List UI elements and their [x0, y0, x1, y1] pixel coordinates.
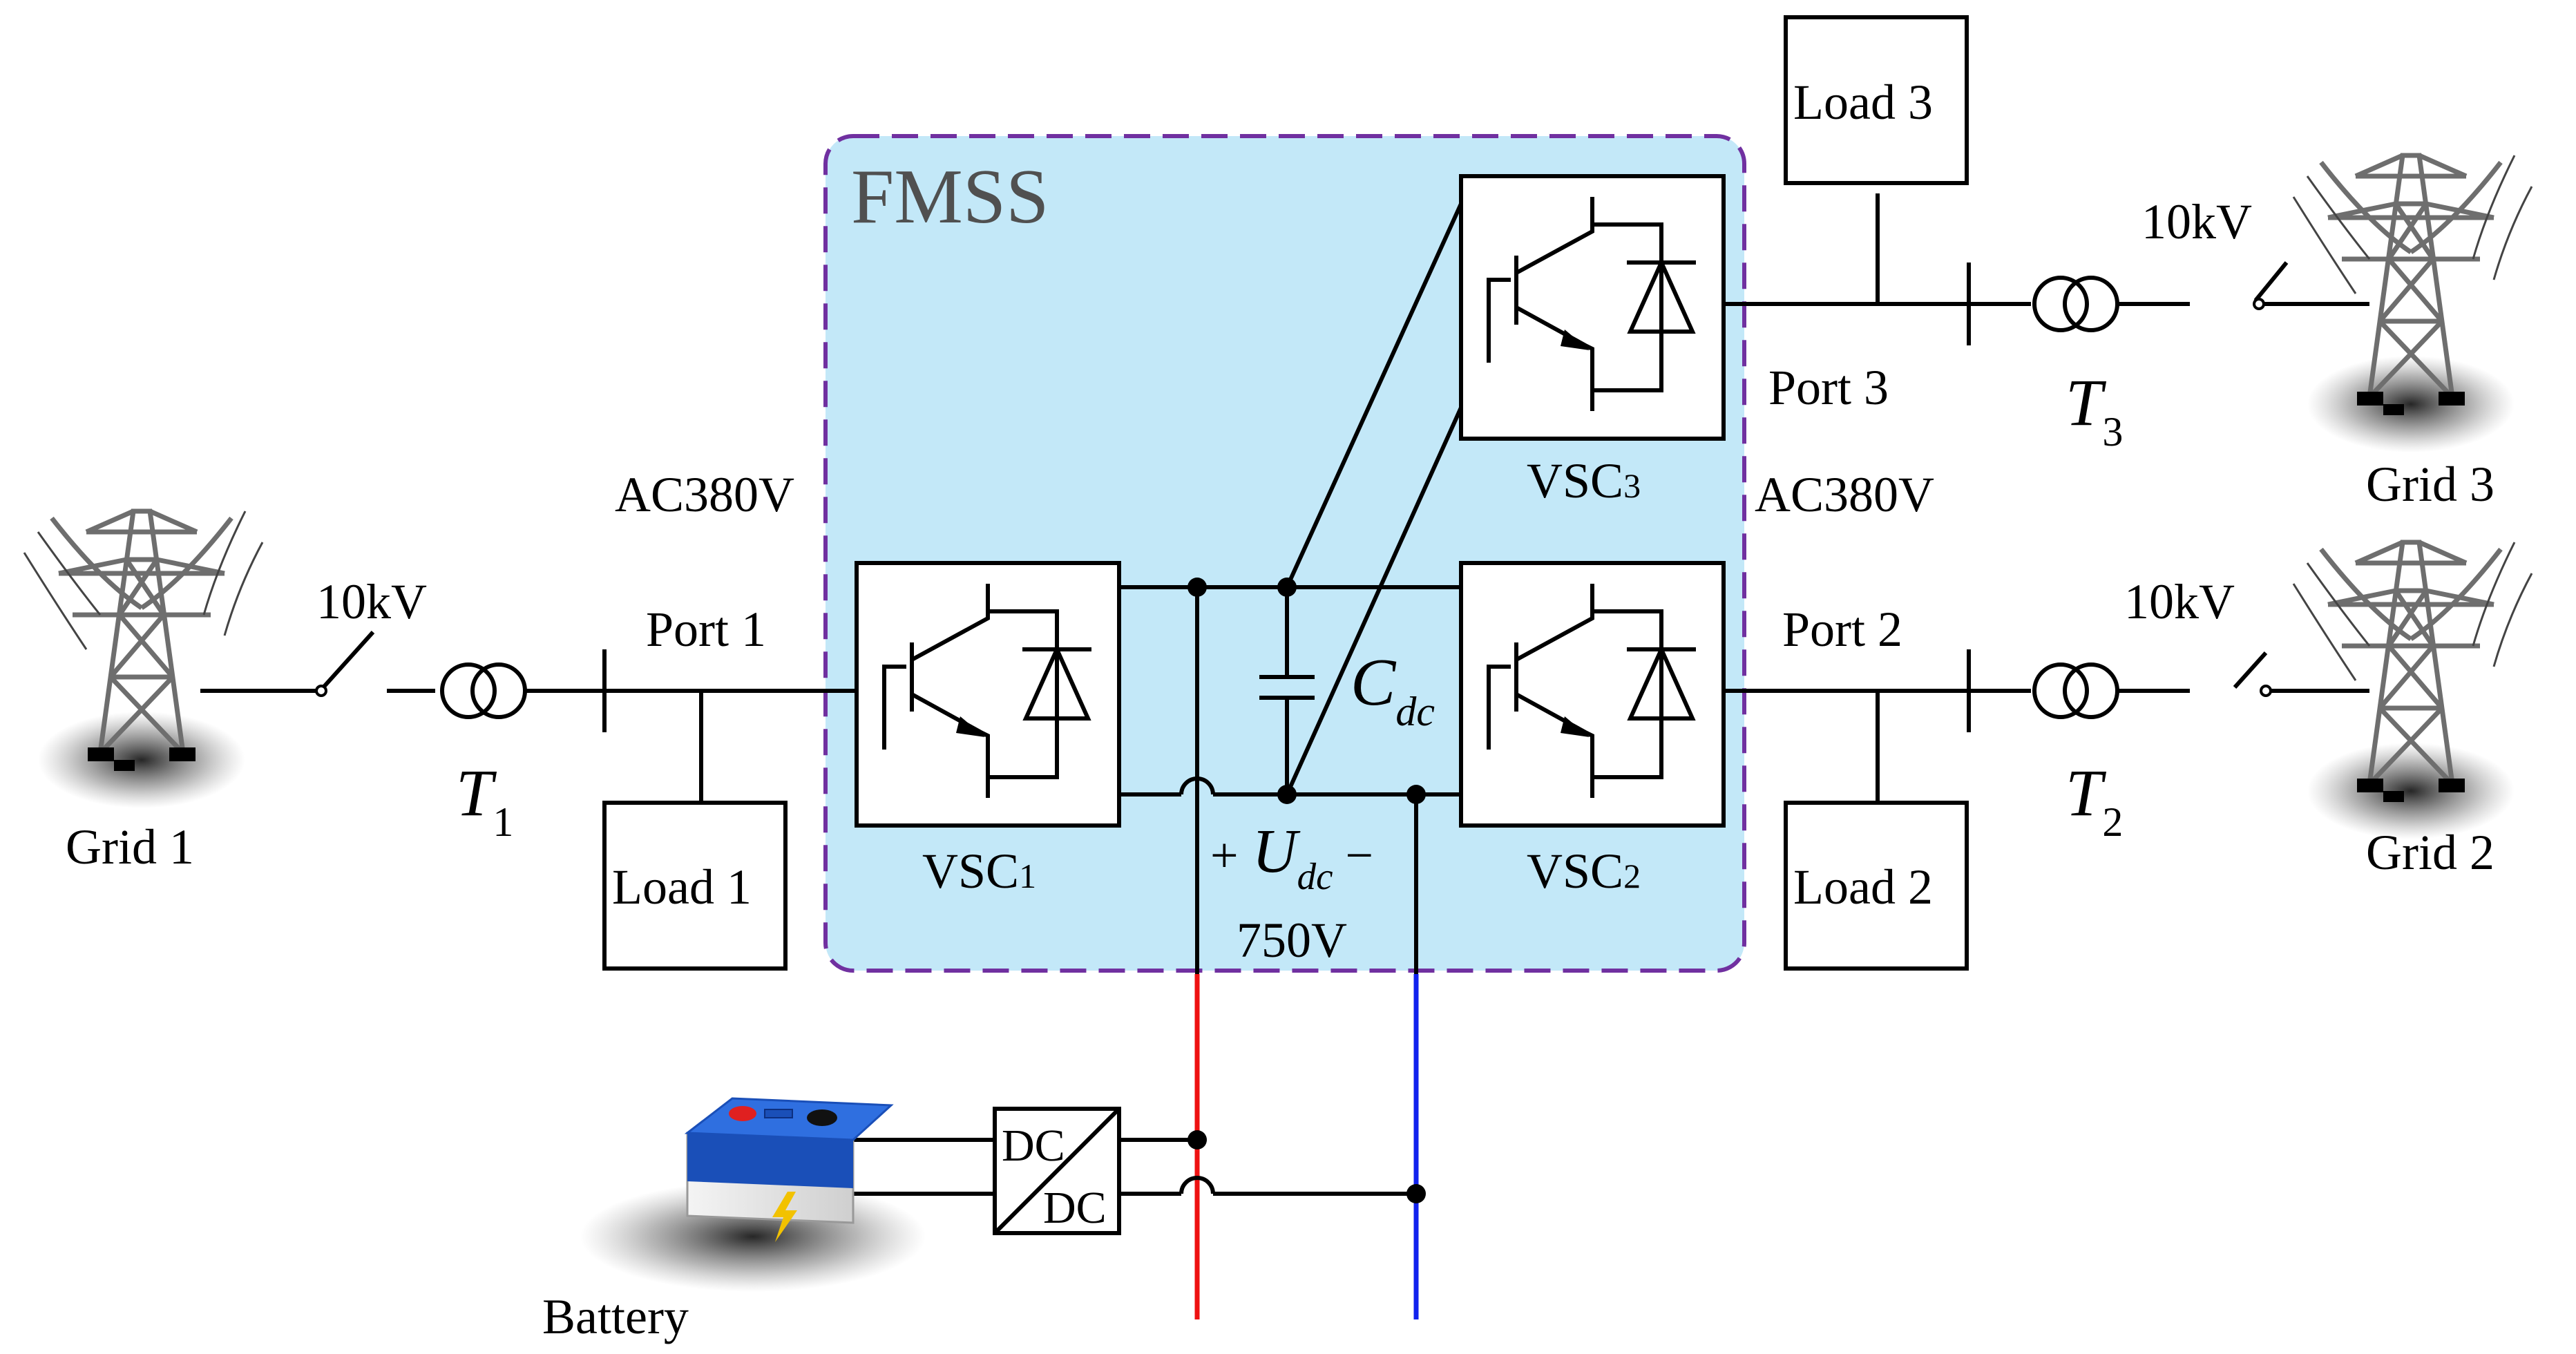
junction — [1277, 578, 1297, 597]
battery-label: Battery — [542, 1289, 689, 1344]
junction — [1277, 785, 1297, 804]
load3-box — [1784, 15, 1969, 185]
vsc1-label: VSC1 — [922, 843, 1036, 899]
load2-label: Load 2 — [1793, 859, 1933, 915]
load1-label: Load 1 — [612, 859, 752, 915]
fmss-title: FMSS — [851, 154, 1049, 240]
dc-link-wiring — [1119, 202, 1463, 974]
t2-label: T2 — [2065, 756, 2123, 845]
breaker-2 — [2233, 651, 2268, 689]
load1-box — [602, 801, 788, 971]
port2-label: Port 2 — [1782, 602, 1902, 657]
port1-label: Port 1 — [646, 602, 766, 657]
svg-text:DC: DC — [1002, 1121, 1065, 1171]
breaker-3 — [2253, 261, 2289, 302]
junction — [1187, 578, 1207, 597]
vsc3-label: VSC3 — [1527, 453, 1641, 508]
grid2-label: Grid 2 — [2366, 825, 2494, 880]
t3-label: T3 — [2065, 365, 2123, 455]
vsc2-label: VSC2 — [1527, 843, 1641, 899]
breaker-1 — [321, 630, 375, 689]
dc-voltage-label: +Udc− — [1210, 817, 1373, 897]
grid2-voltage: 10kV — [2124, 574, 2235, 629]
grid1-voltage: 10kV — [316, 574, 427, 629]
transformer-t2 — [2034, 665, 2117, 717]
grid3-label: Grid 3 — [2366, 457, 2494, 512]
grid1-tower-icon — [24, 511, 263, 808]
ac-voltage-right: AC380V — [1755, 467, 1934, 522]
grid3-voltage: 10kV — [2141, 194, 2252, 249]
grid1-label: Grid 1 — [66, 819, 194, 875]
vsc2-converter — [1461, 563, 1724, 826]
load3-label: Load 3 — [1793, 75, 1933, 130]
capacitor-label: Cdc — [1351, 645, 1435, 734]
dcdc-converter: DC DC — [993, 1107, 1121, 1235]
dc-voltage-value: 750V — [1237, 913, 1347, 968]
transformer-t1 — [442, 665, 525, 717]
junction — [1406, 1184, 1426, 1203]
junction — [1187, 1130, 1207, 1150]
vsc1-converter — [857, 563, 1119, 826]
vsc3-converter — [1461, 176, 1724, 439]
battery-icon — [580, 1097, 926, 1292]
t1-label: T1 — [456, 756, 513, 845]
ac-voltage-left: AC380V — [615, 467, 794, 522]
junction — [1406, 785, 1426, 804]
port3-label: Port 3 — [1768, 360, 1889, 415]
svg-text:DC: DC — [1043, 1183, 1107, 1233]
transformer-t3 — [2034, 278, 2117, 330]
load2-box — [1784, 801, 1969, 971]
